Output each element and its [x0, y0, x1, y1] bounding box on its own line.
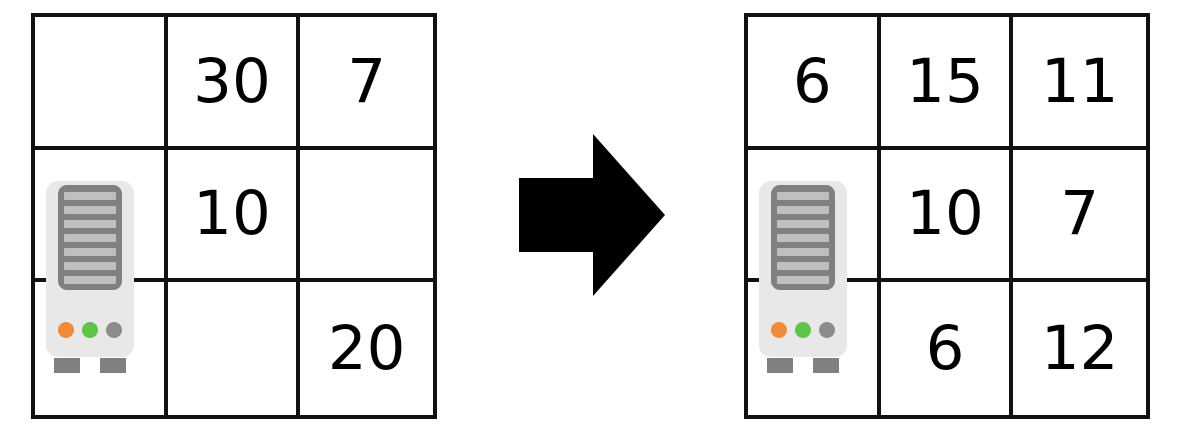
cell-value: 6	[792, 45, 832, 117]
before-cell-r3c3[interactable]: 20	[300, 282, 433, 415]
after-cell-r1c2[interactable]: 15	[880, 17, 1014, 150]
before-cell-r2c1[interactable]	[35, 149, 168, 283]
cell-value: 15	[906, 45, 984, 117]
cell-value: 11	[1040, 45, 1119, 117]
after-cell-r3c2[interactable]: 6	[881, 282, 1014, 415]
after-cell-r1c3[interactable]: 11	[1013, 17, 1146, 150]
before-cell-r1c1[interactable]	[35, 17, 168, 150]
before-cell-r3c1[interactable]	[35, 282, 168, 415]
cell-value: 10	[193, 178, 271, 250]
before-grid: 30 7 10 20	[31, 13, 437, 419]
after-cell-r2c2[interactable]: 10	[880, 149, 1014, 283]
after-cell-r2c1[interactable]	[748, 149, 881, 283]
after-cell-r3c3[interactable]: 12	[1013, 282, 1146, 415]
before-cell-r2c2[interactable]: 10	[167, 149, 301, 283]
after-cell-r1c1[interactable]: 6	[748, 17, 881, 150]
cell-value: 30	[193, 45, 271, 117]
before-cell-r1c3[interactable]: 7	[300, 17, 433, 150]
before-cell-r2c3[interactable]	[300, 150, 433, 283]
after-cell-r3c1[interactable]	[748, 282, 881, 415]
cell-value: 6	[925, 313, 965, 385]
right-arrow-icon	[519, 134, 665, 296]
cell-value: 7	[347, 45, 387, 117]
after-cell-r2c3[interactable]: 7	[1013, 150, 1146, 283]
cell-value: 10	[906, 178, 984, 250]
after-grid: 6 15 11 10 7 6 12	[744, 13, 1150, 419]
before-cell-r3c2[interactable]	[168, 282, 301, 415]
cell-value: 12	[1040, 313, 1119, 385]
cell-value: 20	[327, 313, 406, 385]
cell-value: 7	[1060, 178, 1100, 250]
before-cell-r1c2[interactable]: 30	[167, 17, 301, 150]
